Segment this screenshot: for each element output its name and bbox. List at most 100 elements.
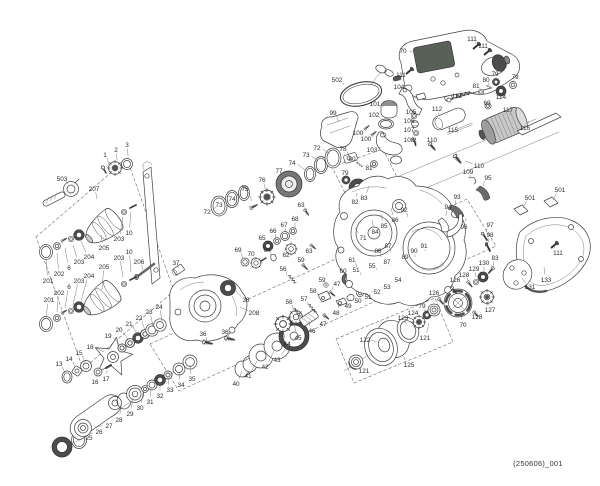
part-label-28: 28 bbox=[115, 417, 123, 424]
right-drive-cluster bbox=[436, 265, 496, 319]
part-label-63: 63 bbox=[297, 202, 305, 209]
part-label-79: 79 bbox=[511, 74, 519, 81]
strap-lanyard bbox=[339, 64, 402, 107]
leader-line bbox=[72, 361, 76, 368]
part-label-51: 51 bbox=[364, 294, 372, 301]
part-label-126: 126 bbox=[450, 277, 461, 284]
part-label-123: 123 bbox=[398, 315, 409, 322]
part-label-13: 13 bbox=[55, 361, 63, 368]
leader-line bbox=[282, 173, 287, 180]
part-label-19: 19 bbox=[104, 333, 112, 340]
leader-line bbox=[475, 272, 477, 278]
leader-line bbox=[64, 247, 68, 263]
leader-line bbox=[291, 304, 294, 309]
part-label-80: 80 bbox=[348, 156, 356, 163]
part-label-24: 24 bbox=[155, 304, 163, 311]
part-label-60: 60 bbox=[339, 268, 347, 275]
leader-line bbox=[451, 283, 453, 288]
leader-line bbox=[112, 337, 120, 345]
leader-line bbox=[95, 347, 105, 353]
leader-line bbox=[354, 227, 359, 234]
part-label-20: 20 bbox=[115, 327, 123, 334]
leader-line bbox=[346, 151, 350, 157]
leader-line bbox=[235, 290, 242, 297]
part-label-207: 207 bbox=[89, 186, 100, 193]
part-label-107: 107 bbox=[404, 127, 415, 134]
part-label-79: 79 bbox=[491, 71, 499, 78]
leader-line bbox=[127, 148, 129, 157]
part-label-83: 83 bbox=[360, 195, 368, 202]
leader-line bbox=[371, 339, 378, 343]
part-label-110: 110 bbox=[474, 163, 485, 170]
part-label-50: 50 bbox=[354, 298, 362, 305]
leader-line bbox=[371, 219, 374, 227]
part-label-38: 38 bbox=[242, 297, 250, 304]
leader-line bbox=[285, 228, 287, 234]
part-label-73: 73 bbox=[302, 152, 310, 159]
leader-line bbox=[522, 200, 527, 209]
part-label-106: 106 bbox=[404, 118, 415, 125]
part-label-62: 62 bbox=[282, 252, 290, 259]
part-label-109: 109 bbox=[463, 169, 474, 176]
leader-line bbox=[238, 370, 243, 380]
part-label-14: 14 bbox=[65, 356, 73, 363]
leader-line bbox=[308, 320, 311, 326]
part-label-29: 29 bbox=[126, 411, 134, 418]
leader-line bbox=[239, 306, 248, 311]
left-side-plate bbox=[169, 263, 248, 347]
part-label-6: 6 bbox=[67, 265, 71, 272]
leader-line bbox=[357, 160, 359, 163]
leader-line bbox=[129, 211, 132, 228]
part-label-54: 54 bbox=[394, 277, 402, 284]
counter-unit bbox=[398, 29, 520, 102]
part-label-85: 85 bbox=[380, 223, 388, 230]
leader-line bbox=[390, 207, 394, 215]
part-label-99: 99 bbox=[329, 110, 337, 117]
part-label-101: 101 bbox=[370, 101, 381, 108]
part-label-15: 15 bbox=[75, 350, 83, 357]
part-label-63: 63 bbox=[305, 248, 313, 255]
part-label-31: 31 bbox=[146, 399, 154, 406]
part-label-22: 22 bbox=[135, 315, 143, 322]
part-label-74: 74 bbox=[288, 160, 296, 167]
part-label-61: 61 bbox=[348, 257, 356, 264]
part-label-56: 56 bbox=[279, 266, 287, 273]
part-label-18: 18 bbox=[86, 344, 94, 351]
part-label-90: 90 bbox=[410, 248, 418, 255]
part-label-102: 102 bbox=[369, 112, 380, 119]
part-label-40: 40 bbox=[232, 381, 240, 388]
leader-line bbox=[390, 281, 392, 283]
part-label-81: 81 bbox=[365, 165, 373, 172]
part-label-204: 204 bbox=[84, 254, 95, 261]
leader-line bbox=[64, 290, 69, 309]
part-label-48: 48 bbox=[332, 310, 340, 317]
part-label-51: 51 bbox=[352, 267, 360, 274]
part-label-71: 71 bbox=[359, 235, 367, 242]
part-label-34: 34 bbox=[177, 382, 185, 389]
leader-line bbox=[205, 336, 208, 342]
leader-line bbox=[466, 277, 469, 282]
leader-line bbox=[94, 425, 103, 428]
leader-line bbox=[379, 116, 383, 121]
part-label-97: 97 bbox=[486, 222, 494, 229]
leader-line bbox=[297, 164, 306, 171]
leader-line bbox=[247, 191, 253, 202]
leader-line bbox=[492, 261, 494, 268]
leader-line bbox=[45, 258, 48, 276]
part-label-69: 69 bbox=[234, 247, 242, 254]
part-label-25: 25 bbox=[85, 435, 93, 442]
part-label-130: 130 bbox=[479, 260, 490, 267]
leader-line bbox=[304, 207, 307, 212]
leader-line bbox=[83, 432, 94, 438]
part-label-65: 65 bbox=[258, 235, 266, 242]
part-label-21: 21 bbox=[125, 321, 133, 328]
part-label-121: 121 bbox=[420, 335, 431, 342]
leader-line bbox=[251, 360, 258, 372]
part-label-94: 94 bbox=[444, 204, 452, 211]
part-label-32: 32 bbox=[156, 393, 164, 400]
leader-line bbox=[264, 240, 267, 245]
part-label-75: 75 bbox=[241, 186, 249, 193]
part-label-83: 83 bbox=[491, 255, 499, 262]
leader-line bbox=[380, 213, 383, 221]
